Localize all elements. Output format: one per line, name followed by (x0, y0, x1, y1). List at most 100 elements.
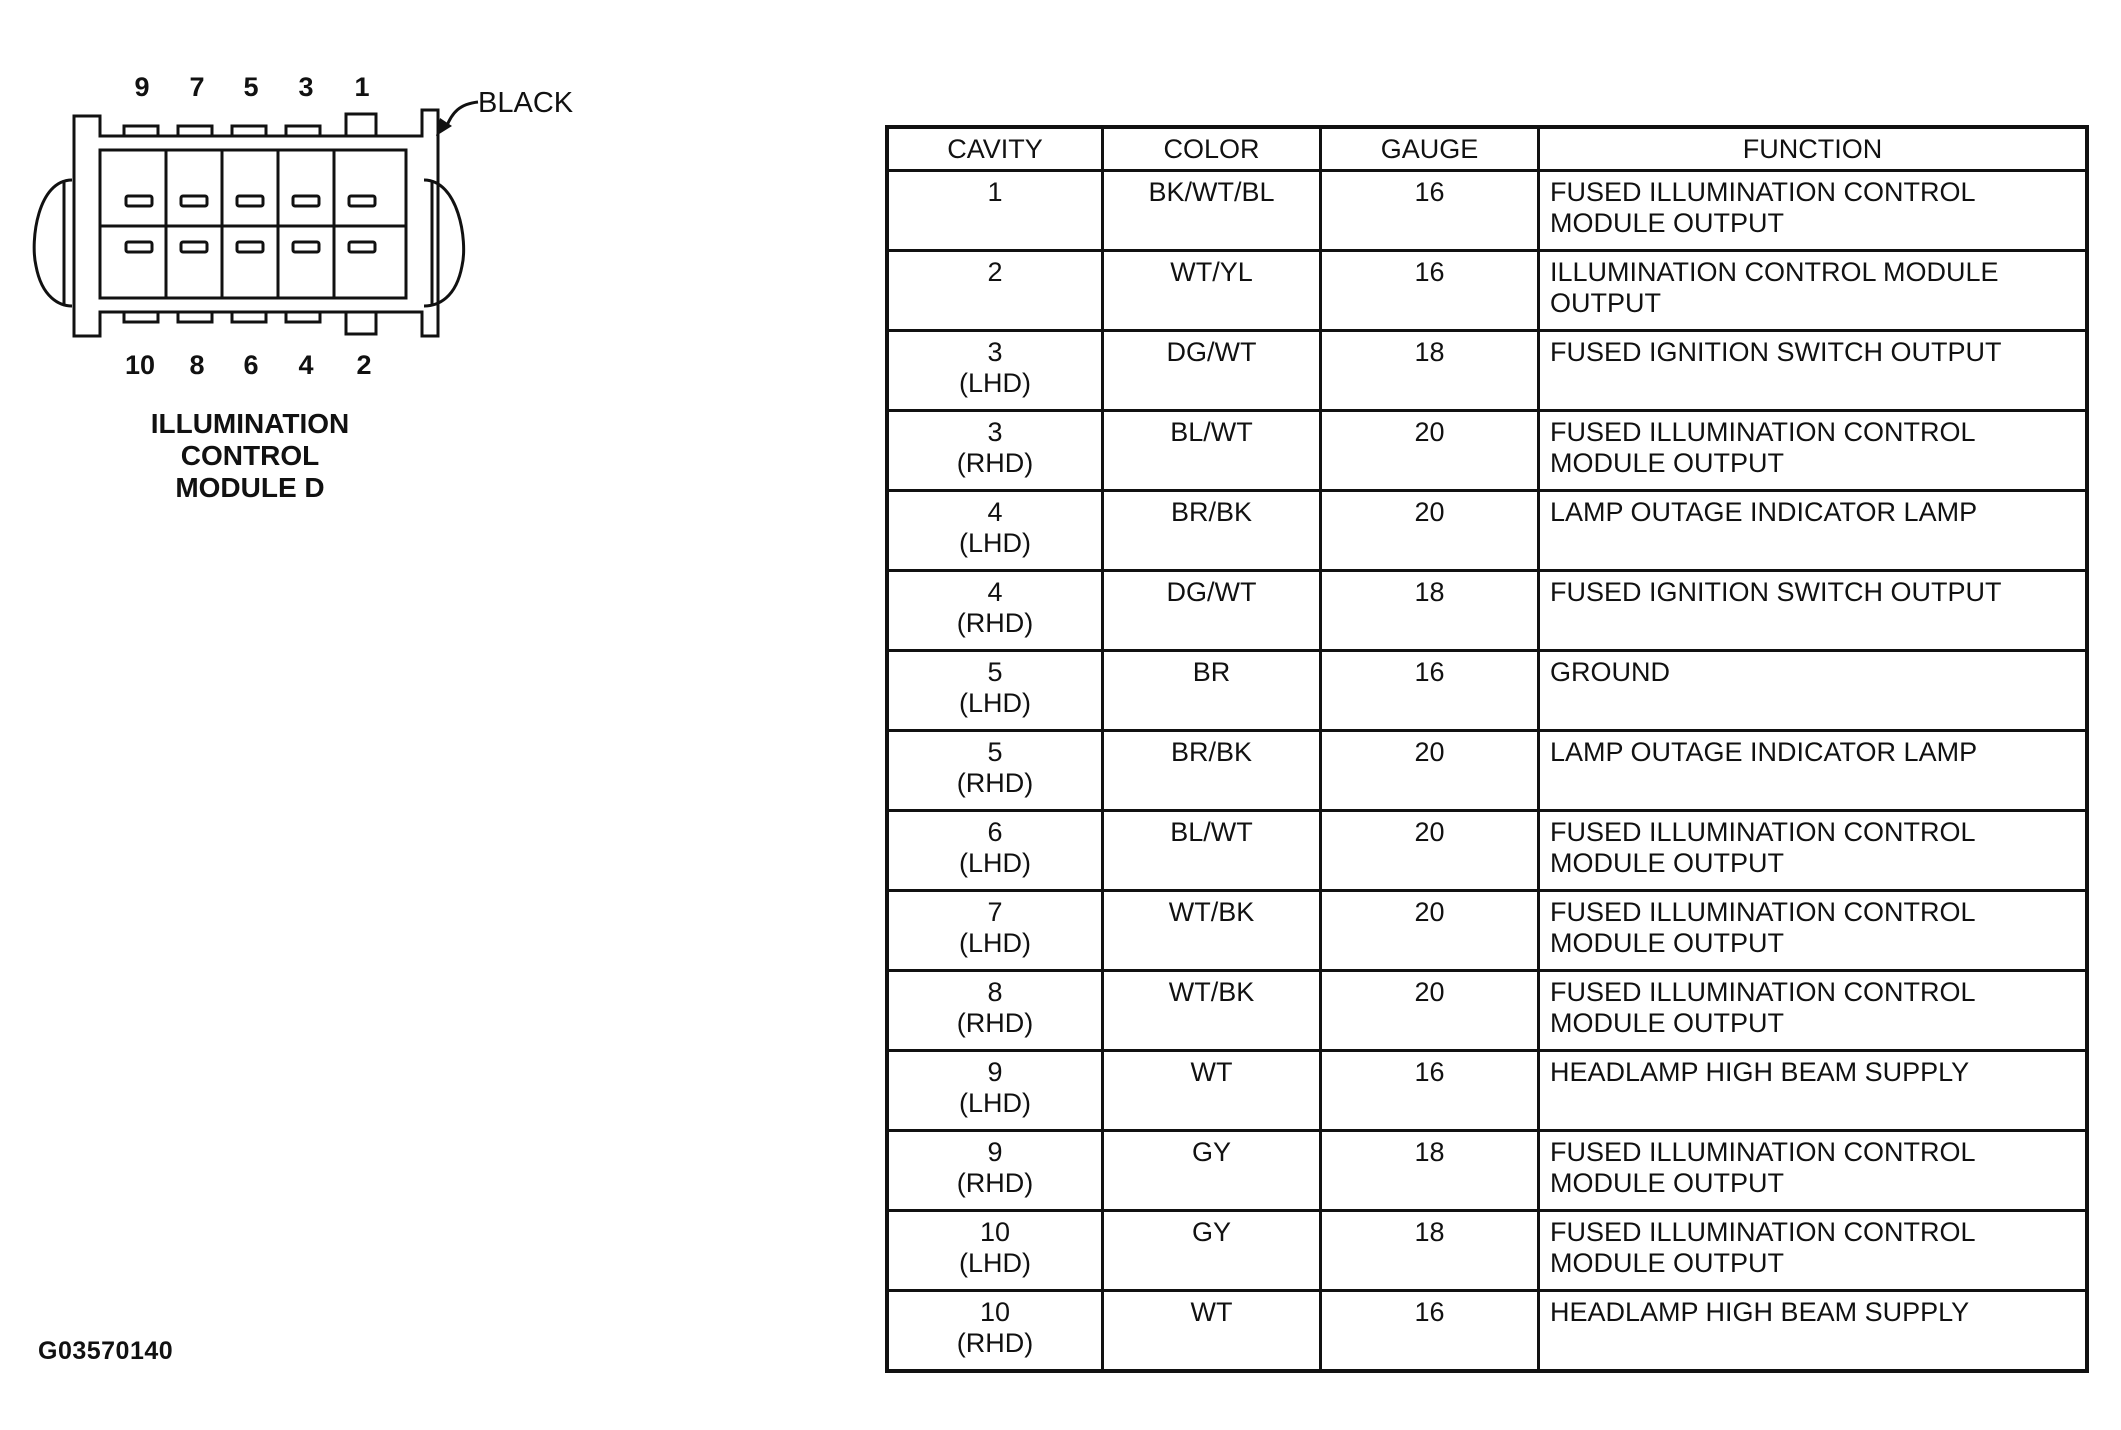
cavity-side: (RHD) (956, 608, 1034, 638)
gauge-cell: 20 (1319, 969, 1540, 1052)
color-cell: BK/WT/BL (1101, 169, 1322, 252)
connector-right-latch (423, 178, 466, 308)
bottom-pin-numbers: 10 8 6 4 2 (125, 350, 372, 380)
pin-number: 3 (298, 72, 313, 102)
gauge-cell: 20 (1319, 489, 1540, 572)
cavity-cell: 4(RHD) (885, 569, 1104, 652)
gauge-cell: 18 (1319, 329, 1540, 412)
cavity-cell: 10(RHD) (885, 1289, 1104, 1373)
gauge-cell: 18 (1319, 569, 1540, 652)
cavity-number: 5 (987, 657, 1003, 687)
figure-id: G03570140 (38, 1337, 174, 1365)
gauge-cell: 16 (1319, 169, 1540, 252)
function-cell: FUSED IGNITION SWITCH OUTPUT (1537, 569, 2089, 652)
cavity-number: 2 (987, 257, 1003, 287)
color-cell: WT (1101, 1289, 1322, 1373)
top-pin-numbers: 9 7 5 3 1 (134, 72, 369, 102)
function-cell: GROUND (1537, 649, 2089, 732)
cavity-cell: 2 (885, 249, 1104, 332)
cavity-side: (RHD) (956, 448, 1034, 478)
bottom-terminal-tabs (122, 310, 378, 336)
cavity-number: 10 (979, 1217, 1011, 1247)
cavity-number: 8 (987, 977, 1003, 1007)
function-cell: FUSED ILLUMINATION CONTROL MODULE OUTPUT (1537, 409, 2089, 492)
cavity-cell: 9(RHD) (885, 1129, 1104, 1212)
color-cell: WT/BK (1101, 969, 1322, 1052)
connector-left-latch (32, 178, 73, 308)
gauge-cell: 20 (1319, 729, 1540, 812)
pin-number: 8 (189, 350, 204, 380)
cavity-number: 1 (987, 177, 1003, 207)
gauge-cell: 18 (1319, 1129, 1540, 1212)
connector-housing (72, 108, 440, 338)
header-cavity: CAVITY (885, 125, 1104, 172)
callout-leader-arrow (444, 100, 479, 129)
cavity-side: (LHD) (959, 928, 1031, 958)
function-cell: FUSED ILLUMINATION CONTROL MODULE OUTPUT (1537, 169, 2089, 252)
cavity-cell: 6(LHD) (885, 809, 1104, 892)
pin-number: 1 (354, 72, 369, 102)
connector-diagram: 9 7 5 3 1 10 8 6 4 2 BLACK (32, 72, 574, 380)
gauge-cell: 20 (1319, 409, 1540, 492)
function-cell: HEADLAMP HIGH BEAM SUPPLY (1537, 1049, 2089, 1132)
color-cell: DG/WT (1101, 329, 1322, 412)
function-cell: FUSED ILLUMINATION CONTROL MODULE OUTPUT (1537, 889, 2089, 972)
color-cell: WT/YL (1101, 249, 1322, 332)
function-cell: FUSED ILLUMINATION CONTROL MODULE OUTPUT (1537, 1209, 2089, 1292)
gauge-cell: 20 (1319, 809, 1540, 892)
cavity-side: (RHD) (956, 1168, 1034, 1198)
cavity-cell: 3(RHD) (885, 409, 1104, 492)
function-cell: FUSED ILLUMINATION CONTROL MODULE OUTPUT (1537, 809, 2089, 892)
pin-number: 9 (134, 72, 149, 102)
cavity-number: 9 (987, 1057, 1003, 1087)
pin-number: 5 (243, 72, 258, 102)
gauge-cell: 16 (1319, 649, 1540, 732)
function-cell: LAMP OUTAGE INDICATOR LAMP (1537, 729, 2089, 812)
cavity-number: 9 (987, 1137, 1003, 1167)
function-cell: LAMP OUTAGE INDICATOR LAMP (1537, 489, 2089, 572)
gauge-cell: 16 (1319, 1289, 1540, 1373)
cavity-number: 3 (987, 417, 1003, 447)
color-cell: BR (1101, 649, 1322, 732)
cavity-cell: 5(RHD) (885, 729, 1104, 812)
pin-number: 7 (189, 72, 204, 102)
function-cell: ILLUMINATION CONTROL MODULE OUTPUT (1537, 249, 2089, 332)
cavity-side: (LHD) (959, 848, 1031, 878)
pin-number: 4 (298, 350, 313, 380)
cavity-number: 10 (979, 1297, 1011, 1327)
function-cell: FUSED ILLUMINATION CONTROL MODULE OUTPUT (1537, 1129, 2089, 1212)
cavity-number: 7 (987, 897, 1003, 927)
pin-number: 10 (125, 350, 155, 380)
cavity-cell: 8(RHD) (885, 969, 1104, 1052)
cavity-number: 4 (987, 577, 1003, 607)
top-terminal-tabs (122, 112, 378, 138)
color-cell: BR/BK (1101, 489, 1322, 572)
module-label-line: MODULE D (175, 472, 325, 503)
cavity-side: (LHD) (959, 368, 1031, 398)
cavity-side: (LHD) (959, 1248, 1031, 1278)
color-cell: BL/WT (1101, 409, 1322, 492)
cavity-cell: 5(LHD) (885, 649, 1104, 732)
pin-number: 2 (356, 350, 371, 380)
cavity-side: (RHD) (956, 768, 1034, 798)
function-cell: HEADLAMP HIGH BEAM SUPPLY (1537, 1289, 2089, 1373)
cavity-cell: 9(LHD) (885, 1049, 1104, 1132)
cavity-side: (LHD) (959, 528, 1031, 558)
cavity-cell: 3(LHD) (885, 329, 1104, 412)
cavity-cell: 1 (885, 169, 1104, 252)
color-cell: WT/BK (1101, 889, 1322, 972)
